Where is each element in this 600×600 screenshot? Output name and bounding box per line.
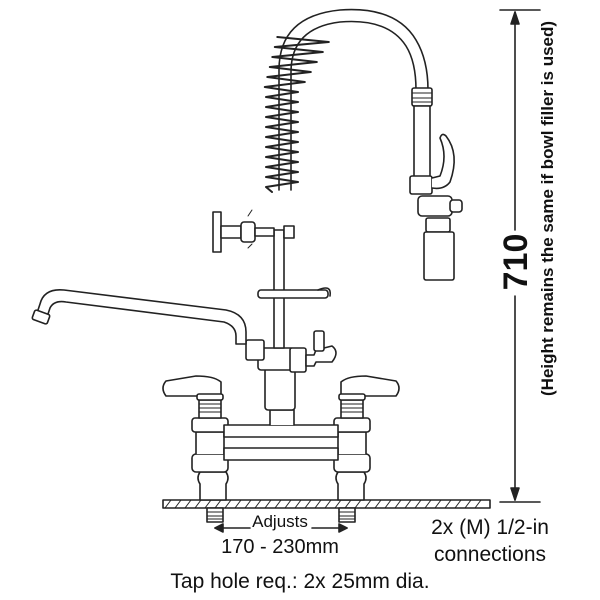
left-connection	[206, 507, 224, 523]
side-valve	[212, 209, 295, 253]
height-dimension-line	[499, 9, 541, 503]
adjust-range-label: 170 - 230mm	[221, 536, 339, 558]
adjust-range-arrow	[214, 523, 348, 533]
cross-bar	[223, 409, 339, 461]
height-value: 710	[497, 233, 535, 291]
right-valve-body	[333, 375, 400, 501]
right-connection	[338, 507, 356, 523]
swing-spout	[31, 288, 247, 345]
spray-gun	[409, 87, 463, 281]
coiled-spring	[263, 36, 330, 193]
connections-label-line2: connections	[433, 543, 547, 566]
flexible-hose	[278, 8, 429, 191]
connections-label-line1: 2x (M) 1/2-in	[431, 516, 549, 539]
tap-hole-requirement: Tap hole req.: 2x 25mm dia.	[170, 570, 430, 593]
adjusts-label: Adjusts	[252, 512, 308, 531]
bench-surface	[162, 499, 491, 509]
wall-bracket	[257, 287, 332, 299]
central-riser	[245, 229, 337, 411]
height-note: (Height remains the same if bowl filler …	[538, 20, 557, 396]
left-valve-body	[162, 375, 229, 501]
